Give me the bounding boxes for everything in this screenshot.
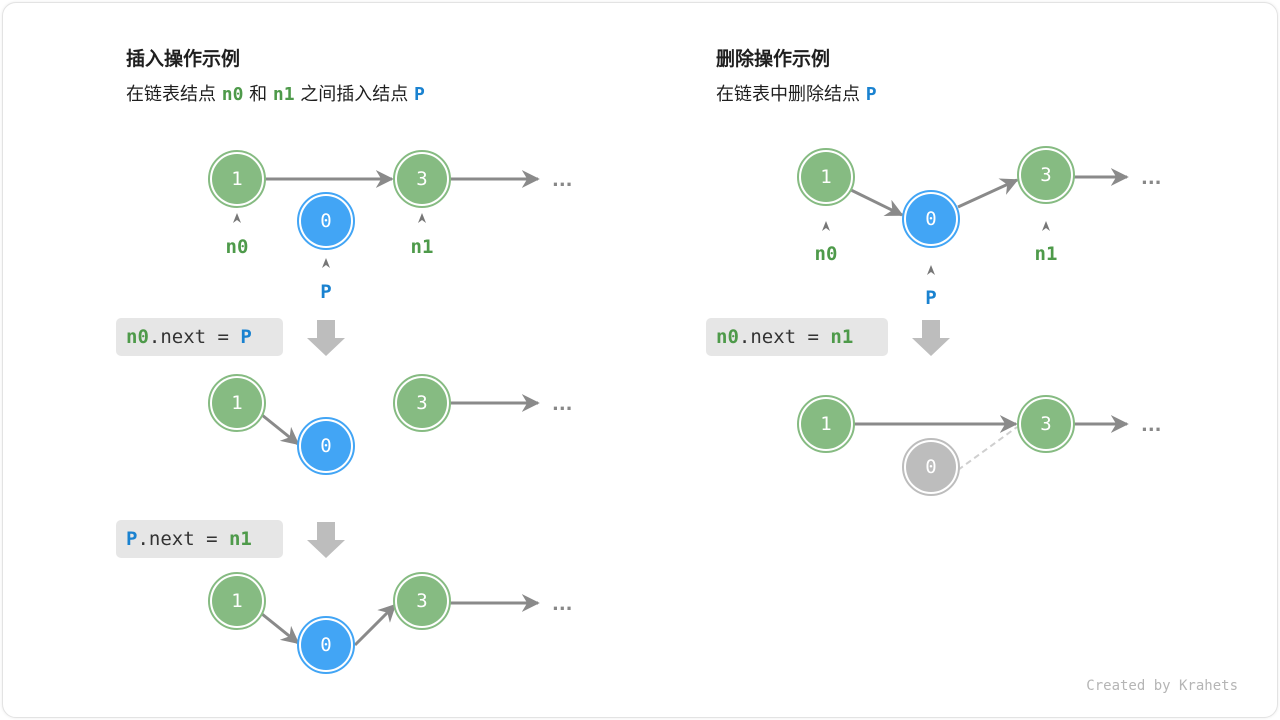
insert-step3: ... 1 3 0 (208, 572, 573, 674)
svg-text:0: 0 (925, 456, 936, 478)
pointer-caret-icon (418, 213, 426, 223)
pointer-caret-icon (233, 213, 241, 223)
node-3: 3 (1017, 146, 1075, 204)
node-p: 0 (902, 190, 960, 248)
ellipsis: ... (552, 394, 573, 415)
pointer-caret-icon (927, 265, 935, 275)
insert-step1: ... 1 3 0 n0 n1 P (208, 150, 573, 303)
svg-text:3: 3 (1040, 413, 1051, 435)
ellipsis: ... (552, 170, 573, 191)
ellipsis: ... (1141, 415, 1162, 436)
svg-text:1: 1 (231, 392, 242, 414)
edge-arrow (261, 413, 300, 446)
edge-arrow (850, 188, 904, 217)
code-n0-next-n1: n0.next = n1 (716, 326, 853, 348)
insert-step2: ... 1 3 0 (208, 374, 573, 475)
pointer-n0: n0 (815, 243, 838, 265)
node-3: 3 (1017, 395, 1075, 453)
edge-arrow (261, 612, 300, 645)
node-removed: 0 (902, 438, 960, 496)
svg-text:0: 0 (925, 208, 936, 230)
pointer-p: P (925, 287, 936, 309)
footer-credit: Created by Krahets (1086, 678, 1238, 694)
dashed-edge (957, 426, 1018, 471)
node-1: 1 (208, 150, 266, 208)
node-p: 0 (297, 616, 355, 674)
down-arrow-icon (912, 320, 950, 356)
svg-text:1: 1 (231, 168, 242, 190)
remove-step1: ... 1 3 0 n0 n1 P (797, 146, 1162, 309)
svg-text:3: 3 (416, 392, 427, 414)
svg-text:3: 3 (416, 590, 427, 612)
down-arrow-icon (307, 320, 345, 356)
node-1: 1 (797, 395, 855, 453)
pointer-caret-icon (322, 258, 330, 268)
insert-title: 插入操作示例 (126, 47, 240, 70)
edge-arrow (957, 178, 1019, 209)
edge-arrow (353, 603, 397, 647)
svg-text:3: 3 (1040, 164, 1051, 186)
code-box (116, 520, 283, 558)
node-1: 1 (797, 148, 855, 206)
code-box (116, 318, 283, 356)
node-3: 3 (393, 150, 451, 208)
svg-text:1: 1 (820, 166, 831, 188)
pointer-n0: n0 (226, 236, 249, 258)
remove-title: 删除操作示例 (716, 47, 830, 70)
remove-subtitle: 在链表中删除结点 P (716, 84, 877, 105)
code-box (706, 318, 888, 356)
code-p-next-n1: P.next = n1 (126, 528, 252, 550)
pointer-n1: n1 (1035, 243, 1058, 265)
code-n0-next-p: n0.next = P (126, 326, 252, 348)
down-arrow-icon (307, 522, 345, 558)
pointer-caret-icon (822, 221, 830, 231)
remove-step2: ... 1 3 0 (797, 395, 1162, 496)
node-3: 3 (393, 374, 451, 432)
svg-text:1: 1 (820, 413, 831, 435)
svg-text:0: 0 (320, 210, 331, 232)
pointer-caret-icon (1042, 221, 1050, 231)
insert-subtitle: 在链表结点 n0 和 n1 之间插入结点 P (126, 84, 425, 105)
svg-text:3: 3 (416, 168, 427, 190)
ellipsis: ... (1141, 168, 1162, 189)
node-p: 0 (297, 192, 355, 250)
ellipsis: ... (552, 594, 573, 615)
pointer-n1: n1 (411, 236, 434, 258)
svg-text:1: 1 (231, 590, 242, 612)
node-1: 1 (208, 572, 266, 630)
node-1: 1 (208, 374, 266, 432)
node-3: 3 (393, 572, 451, 630)
svg-text:0: 0 (320, 435, 331, 457)
node-p: 0 (297, 417, 355, 475)
pointer-p: P (320, 281, 331, 303)
svg-text:0: 0 (320, 634, 331, 656)
